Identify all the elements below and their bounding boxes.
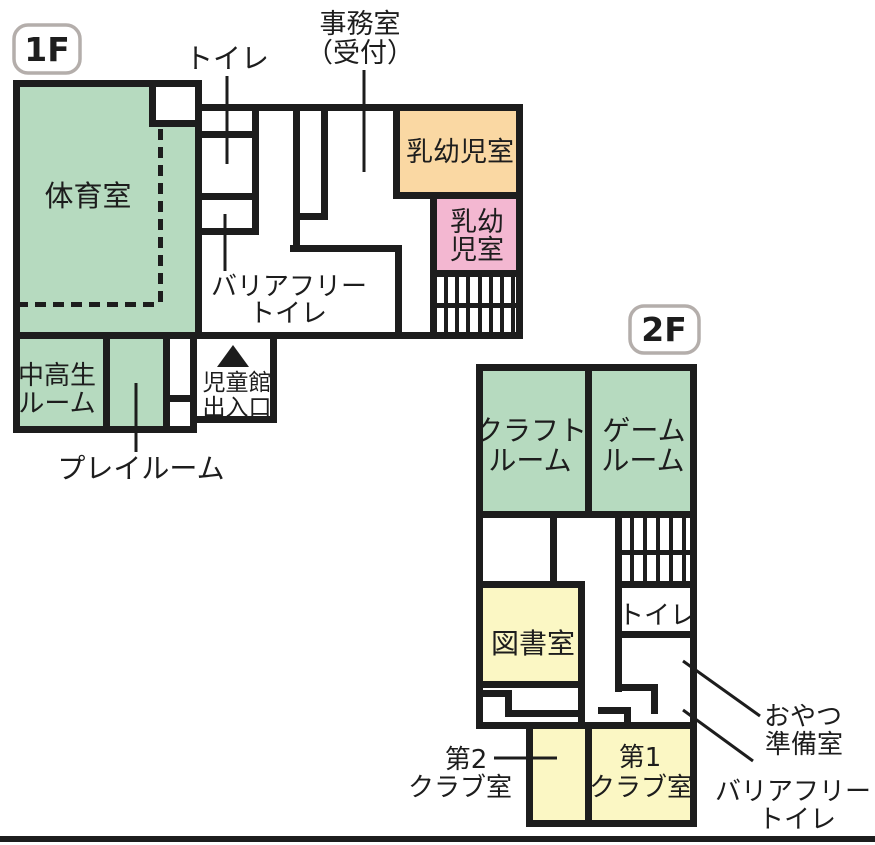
- bottom-separator-rule: [0, 836, 875, 842]
- label-craft-line1: クラフト: [475, 414, 587, 447]
- f1-room-fills: [20, 87, 516, 426]
- floor-badge-2f: 2F: [628, 304, 701, 355]
- label-barrier-2f-line2: トイレ: [758, 805, 836, 835]
- f1-labels: トイレ 事務室 （受付） 乳幼児室 乳幼 児室 体育室 バリアフリー トイレ 中…: [18, 9, 514, 485]
- leader-barrier-2f: [682, 708, 754, 763]
- label-barrier-1f-line2: トイレ: [249, 299, 327, 329]
- room-club1: [592, 729, 690, 820]
- f1-walls: [13, 80, 523, 433]
- f2-labels: クラフト ルーム ゲーム ルーム 図書室 トイレ おやつ 準備室 バリアフリー …: [408, 414, 871, 835]
- label-toilet-1f: トイレ: [185, 42, 269, 75]
- label-office-line2: （受付）: [306, 38, 414, 69]
- room-infant-orange: [400, 111, 516, 192]
- room-craft: [483, 371, 585, 511]
- label-barrier-1f-line1: バリアフリー: [211, 272, 367, 302]
- label-infant-pink-line1: 乳幼: [450, 207, 504, 238]
- label-club1-line2: クラブ室: [589, 773, 693, 803]
- room-club2: [533, 729, 585, 820]
- label-infant-pink-line2: 児室: [450, 235, 504, 266]
- label-library: 図書室: [491, 627, 575, 660]
- label-infant-orange: 乳幼児室: [406, 137, 514, 168]
- label-barrier-2f-line1: バリアフリー: [715, 777, 871, 807]
- f1-gym-partition-dashed: [17, 129, 163, 307]
- room-game: [592, 371, 690, 511]
- floor-badge-2f-text: 2F: [641, 310, 687, 349]
- label-game-line2: ルーム: [601, 444, 684, 477]
- label-snack-line2: 準備室: [765, 730, 843, 760]
- label-teen-line2: ルーム: [18, 389, 95, 419]
- label-entrance-line1: 児童館: [203, 370, 272, 396]
- room-gym: [20, 87, 195, 332]
- f2-walls: [476, 364, 697, 827]
- label-entrance-line2: 出入口: [203, 395, 272, 421]
- f2-room-fills: [483, 371, 690, 820]
- room-gym-notch: [156, 87, 195, 120]
- label-toilet-2f: トイレ: [618, 601, 696, 631]
- label-game-line1: ゲーム: [602, 414, 685, 447]
- room-library: [483, 588, 578, 681]
- label-gym: 体育室: [44, 179, 131, 213]
- label-playroom: プレイルーム: [57, 452, 224, 485]
- label-club2-line1: 第2: [445, 745, 488, 775]
- label-snack-line1: おやつ: [764, 702, 842, 732]
- label-club1-line1: 第1: [619, 743, 662, 773]
- label-leader-lines: [134, 70, 761, 763]
- floor-badge-1f: 1F: [12, 23, 82, 75]
- label-office-line1: 事務室: [320, 9, 401, 40]
- label-teen-line1: 中高生: [18, 361, 96, 391]
- room-infant-pink: [437, 199, 516, 270]
- floor-badge-1f-text: 1F: [24, 30, 70, 69]
- f2-stairs: [622, 518, 690, 581]
- entrance-arrow-icon: [217, 345, 249, 367]
- room-teen: [20, 339, 103, 426]
- leader-snack: [682, 659, 761, 718]
- label-club2-line2: クラブ室: [408, 773, 512, 803]
- label-craft-line2: ルーム: [488, 444, 571, 477]
- f1-stairs: [437, 277, 516, 332]
